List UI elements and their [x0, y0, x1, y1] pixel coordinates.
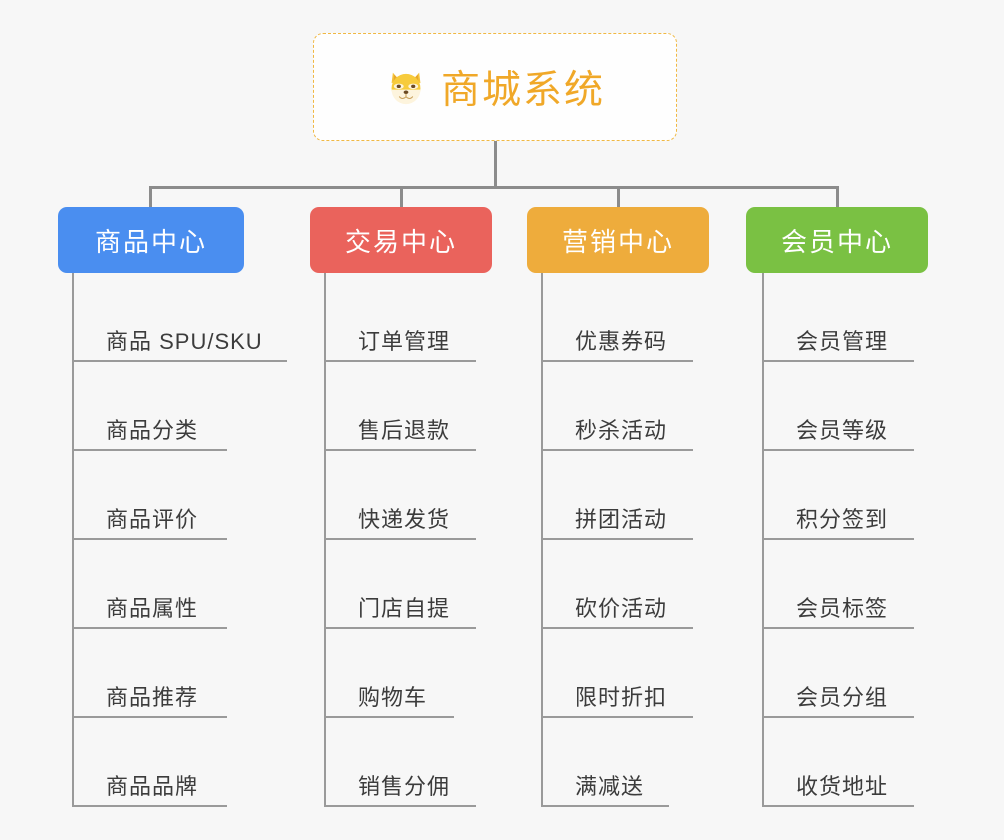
connector-horizontal-bus	[149, 186, 837, 189]
leaf-underline	[541, 538, 693, 540]
leaf-item-label: 拼团活动	[575, 507, 668, 532]
leaf-item[interactable]: 限时折扣	[541, 629, 693, 718]
leaf-underline	[324, 538, 476, 540]
leaf-item-label: 秒杀活动	[575, 418, 668, 443]
leaf-item-label: 商品 SPU/SKU	[106, 329, 263, 354]
leaf-item[interactable]: 销售分佣	[324, 718, 476, 807]
leaf-item[interactable]: 会员等级	[762, 362, 914, 451]
leaf-underline	[324, 805, 476, 807]
leaf-item[interactable]: 售后退款	[324, 362, 476, 451]
branch-node-2[interactable]: 交易中心	[310, 207, 492, 273]
branch-node-label: 交易中心	[344, 226, 457, 257]
leaf-column-3: 优惠券码秒杀活动拼团活动砍价活动限时折扣满减送	[541, 273, 693, 807]
leaf-spine	[324, 273, 326, 807]
leaf-item[interactable]: 会员管理	[762, 273, 914, 362]
leaf-item-label: 商品评价	[106, 507, 199, 532]
leaf-item-label: 会员分组	[796, 685, 889, 710]
leaf-underline	[762, 627, 914, 629]
leaf-underline	[762, 538, 914, 540]
leaf-item-label: 会员管理	[796, 329, 889, 354]
leaf-column-2: 订单管理售后退款快递发货门店自提购物车销售分佣	[324, 273, 476, 807]
leaf-underline	[762, 716, 914, 718]
leaf-item-label: 门店自提	[358, 596, 451, 621]
leaf-item-label: 积分签到	[796, 507, 889, 532]
leaf-spine	[541, 273, 543, 807]
leaf-item[interactable]: 会员分组	[762, 629, 914, 718]
leaf-column-4: 会员管理会员等级积分签到会员标签会员分组收货地址	[762, 273, 914, 807]
connector-drop-branch-2	[400, 186, 403, 207]
leaf-spine	[762, 273, 764, 807]
leaf-underline	[324, 360, 476, 362]
leaf-item[interactable]: 商品属性	[72, 540, 263, 629]
leaf-item-label: 会员标签	[796, 596, 889, 621]
leaf-underline	[324, 627, 476, 629]
branch-node-label: 商品中心	[94, 226, 207, 257]
leaf-underline	[762, 360, 914, 362]
leaf-underline	[762, 449, 914, 451]
branch-node-3[interactable]: 营销中心	[527, 207, 709, 273]
leaf-underline	[72, 627, 227, 629]
leaf-item[interactable]: 砍价活动	[541, 540, 693, 629]
leaf-item[interactable]: 快递发货	[324, 451, 476, 540]
connector-drop-branch-1	[149, 186, 152, 207]
leaf-underline	[72, 538, 227, 540]
leaf-underline	[72, 449, 227, 451]
leaf-item-label: 商品属性	[106, 596, 199, 621]
leaf-item-label: 售后退款	[358, 418, 451, 443]
leaf-item[interactable]: 满减送	[541, 718, 669, 807]
leaf-item-label: 订单管理	[358, 329, 451, 354]
leaf-underline	[324, 449, 476, 451]
branch-node-label: 营销中心	[561, 226, 674, 257]
leaf-underline	[541, 627, 693, 629]
leaf-item-label: 限时折扣	[575, 685, 668, 710]
leaf-item[interactable]: 商品品牌	[72, 718, 263, 807]
leaf-item[interactable]: 订单管理	[324, 273, 476, 362]
shiba-dog-face-icon	[385, 66, 427, 108]
leaf-item-label: 优惠券码	[575, 329, 668, 354]
branch-node-1[interactable]: 商品中心	[58, 207, 244, 273]
leaf-underline	[541, 360, 693, 362]
branch-node-4[interactable]: 会员中心	[746, 207, 928, 273]
leaf-column-1: 商品 SPU/SKU 商品分类商品评价商品属性商品推荐商品品牌	[72, 273, 287, 807]
leaf-item-label: 砍价活动	[575, 596, 668, 621]
leaf-item[interactable]: 商品分类	[72, 362, 263, 451]
leaf-underline	[72, 805, 227, 807]
leaf-underline	[541, 805, 669, 807]
leaf-item[interactable]: 秒杀活动	[541, 362, 693, 451]
leaf-underline	[72, 360, 287, 362]
leaf-item[interactable]: 门店自提	[324, 540, 476, 629]
leaf-item[interactable]: 商品 SPU/SKU	[72, 273, 287, 362]
connector-drop-branch-4	[836, 186, 839, 207]
leaf-item[interactable]: 积分签到	[762, 451, 914, 540]
leaf-spine	[72, 273, 74, 807]
leaf-item-label: 商品品牌	[106, 774, 199, 799]
leaf-item-label: 商品推荐	[106, 685, 199, 710]
leaf-item-label: 商品分类	[106, 418, 199, 443]
leaf-item[interactable]: 优惠券码	[541, 273, 693, 362]
leaf-item[interactable]: 拼团活动	[541, 451, 693, 540]
leaf-item-label: 满减送	[575, 774, 645, 799]
connector-root-stem	[494, 141, 497, 188]
leaf-underline	[762, 805, 914, 807]
leaf-item[interactable]: 商品评价	[72, 451, 263, 540]
leaf-item[interactable]: 会员标签	[762, 540, 914, 629]
leaf-item[interactable]: 商品推荐	[72, 629, 263, 718]
connector-drop-branch-3	[617, 186, 620, 207]
leaf-item-label: 快递发货	[358, 507, 451, 532]
branch-node-label: 会员中心	[780, 226, 893, 257]
leaf-underline	[541, 449, 693, 451]
leaf-item[interactable]: 收货地址	[762, 718, 914, 807]
leaf-underline	[541, 716, 693, 718]
leaf-item-label: 会员等级	[796, 418, 889, 443]
leaf-item[interactable]: 购物车	[324, 629, 454, 718]
leaf-item-label: 购物车	[358, 685, 428, 710]
leaf-underline	[72, 716, 227, 718]
root-node-label: 商城系统	[440, 69, 605, 112]
leaf-item-label: 收货地址	[796, 774, 889, 799]
root-node-mall-system[interactable]: 商城系统	[313, 33, 677, 141]
leaf-underline	[324, 716, 454, 718]
leaf-item-label: 销售分佣	[358, 774, 451, 799]
